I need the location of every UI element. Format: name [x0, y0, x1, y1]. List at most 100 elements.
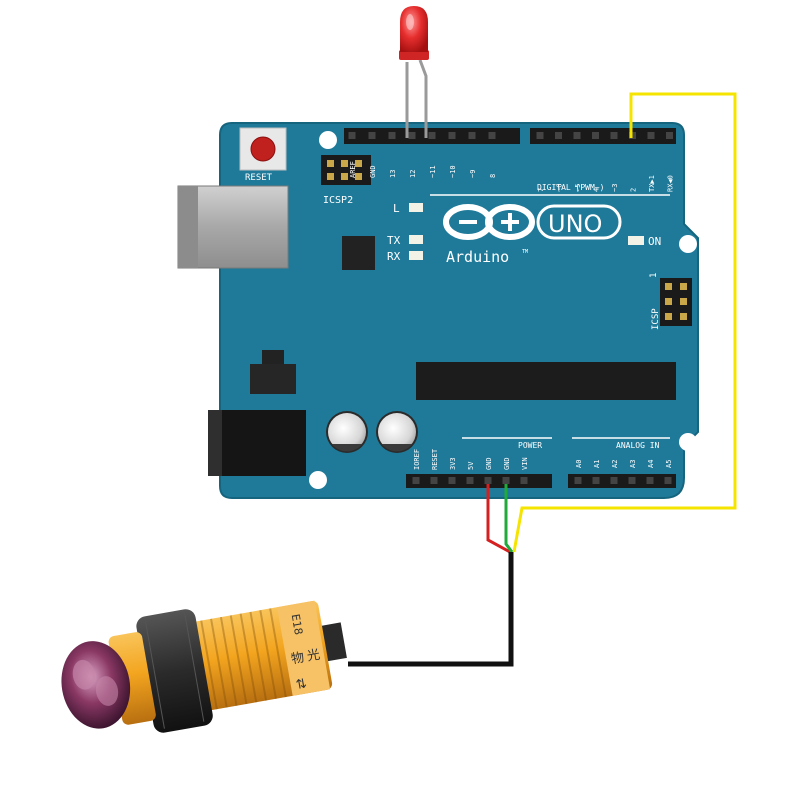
- header-pin-label: A4: [647, 460, 655, 468]
- rx-led: [409, 251, 423, 260]
- header-pin-label: 4: [593, 188, 601, 192]
- header-pin-label: A0: [575, 460, 583, 468]
- header-pin-hole: [428, 132, 436, 139]
- capacitor: [326, 411, 368, 453]
- header-pin-hole: [412, 477, 420, 484]
- power-label: POWER: [518, 441, 542, 450]
- reset-label: RESET: [245, 173, 273, 183]
- tx-label: TX: [387, 234, 401, 247]
- uno-label: UNO: [548, 210, 602, 238]
- uno-badge: UNO: [536, 204, 622, 240]
- icsp-label: ICSP: [651, 308, 661, 330]
- sensor-model-label: E18: [289, 613, 305, 636]
- header-pin-hole: [646, 477, 654, 484]
- header-pin-label: A2: [611, 460, 619, 468]
- rx-label: RX: [387, 250, 401, 263]
- on-led: [628, 236, 644, 245]
- sensor-arrows: ⇅: [295, 676, 308, 693]
- sensor-label-area: [277, 600, 331, 696]
- header-pin-hole: [468, 132, 476, 139]
- black-sensor-cable: [348, 552, 514, 667]
- header-pin-label: ~10: [449, 165, 457, 178]
- mounting-hole: [309, 471, 327, 489]
- capacitor: [376, 411, 418, 453]
- header-pin-hole: [466, 477, 474, 484]
- header-pin-label: ~5: [574, 184, 582, 192]
- header-pin-label: ~9: [469, 170, 477, 178]
- header-pin-hole: [574, 477, 582, 484]
- header-pin-hole: [448, 132, 456, 139]
- e18-photoelectric-sensor: E18 光 物 ⇅: [61, 600, 347, 733]
- header-pin-label: A1: [593, 460, 601, 468]
- l-label: L: [393, 202, 400, 215]
- header-pin-label: TX▶1: [648, 175, 656, 192]
- header-pin-label: GND: [503, 457, 511, 470]
- header-pin-label: A5: [665, 460, 673, 468]
- header-pin-label: 2: [630, 188, 638, 192]
- digital-label: DIGITAL (PWM~): [537, 183, 604, 192]
- header-pin-hole: [488, 132, 496, 139]
- header-pin-label: AREF: [349, 161, 357, 178]
- icsp-pin1-label: 1: [649, 273, 659, 278]
- green-ground-wire: [504, 484, 514, 553]
- header-pin-hole: [664, 477, 672, 484]
- header-pin-label: GND: [485, 457, 493, 470]
- board-pcb: [219, 122, 699, 499]
- header-pin-label: VIN: [521, 457, 529, 470]
- header-pin-hole: [555, 132, 562, 139]
- header-pin-label: IOREF: [413, 449, 421, 470]
- header-pin-label: 5V: [467, 461, 475, 470]
- header-pin-label: A3: [629, 460, 637, 468]
- wires: [348, 92, 737, 667]
- sensor-thread: [200, 608, 287, 710]
- header-pin-hole: [536, 132, 544, 139]
- header-pin-label: ~11: [429, 165, 437, 178]
- icsp2-header: [321, 155, 371, 185]
- analog-label: ANALOG IN: [616, 441, 660, 450]
- header-pin-hole: [520, 477, 528, 484]
- sensor-char-b: 物: [290, 650, 305, 667]
- header-pin-label: 3V3: [449, 457, 457, 470]
- header-pin-label: 12: [409, 170, 417, 178]
- header-pin-label: 13: [389, 170, 397, 178]
- header-pin-hole: [368, 132, 376, 139]
- voltage-regulator: [250, 350, 296, 394]
- l-led: [409, 203, 423, 212]
- brand-label: Arduino: [446, 248, 509, 266]
- analog-header: A0 A1 A2 A3 A4 A5: [568, 460, 676, 488]
- header-pin-label: ~3: [611, 184, 619, 192]
- header-pin-hole: [573, 132, 581, 139]
- trademark-label: TM: [522, 249, 528, 255]
- digital-header-left: AREF GND 13 12 ~11 ~10 ~9 8: [344, 128, 520, 178]
- header-pin-hole: [430, 477, 438, 484]
- mounting-hole: [679, 433, 697, 451]
- header-pin-hole: [610, 477, 618, 484]
- header-pin-label: RESET: [431, 448, 439, 470]
- header-pin-hole: [628, 477, 636, 484]
- atmega-chip: [416, 362, 676, 400]
- header-pin-hole: [502, 477, 510, 484]
- reset-button[interactable]: [239, 127, 287, 171]
- led-leg-13: [418, 59, 428, 138]
- icsp-header: [660, 278, 692, 326]
- header-pin-hole: [647, 132, 655, 139]
- red-led: [399, 6, 429, 138]
- header-pin-hole: [666, 132, 673, 139]
- header-pin-hole: [610, 132, 618, 139]
- mounting-hole: [319, 131, 337, 149]
- usb-interface-chip: [342, 236, 375, 270]
- header-pin-label: 8: [489, 174, 497, 178]
- header-pin-label: GND: [369, 165, 377, 178]
- header-pin-label: ~6: [556, 184, 564, 192]
- header-pin-hole: [484, 477, 492, 484]
- arduino-uno-board: RESET ICSP 2: [177, 122, 699, 499]
- red-power-wire: [486, 484, 511, 554]
- power-header: IOREF RESET 3V3 5V GND GND VIN: [406, 448, 552, 488]
- header-pin-hole: [592, 477, 600, 484]
- header-pin-hole: [408, 132, 416, 139]
- header-pin-hole: [592, 132, 599, 139]
- header-pin-hole: [348, 132, 356, 139]
- sensor-nut: [136, 609, 213, 733]
